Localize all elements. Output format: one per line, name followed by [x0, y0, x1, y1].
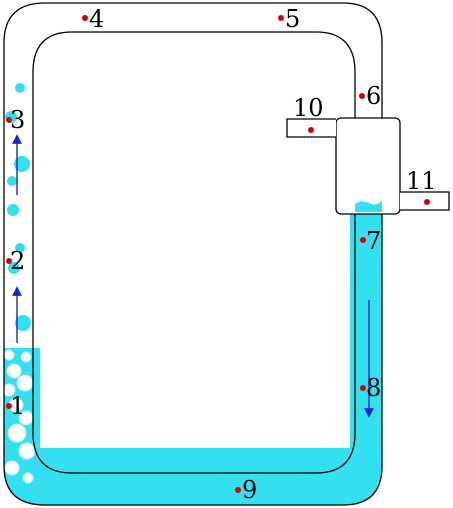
- label-4: 4: [89, 5, 104, 33]
- vapor-bubble: [4, 383, 16, 397]
- separator-liquid-surface: [355, 201, 382, 212]
- label-3: 3: [10, 106, 25, 134]
- label-1: 1: [10, 392, 25, 420]
- label-7: 7: [366, 227, 381, 255]
- point-4: [82, 15, 88, 21]
- vapor-bubble: [18, 442, 36, 460]
- label-10: 10: [293, 94, 324, 122]
- point-11: [424, 199, 430, 205]
- vapor-bubble: [7, 204, 19, 216]
- point-2: [6, 258, 12, 264]
- point-labels: 1 2 3 4 5 6 7 8 9 10 11: [10, 5, 437, 504]
- measurement-points: [6, 15, 430, 493]
- point-10: [308, 127, 314, 133]
- point-8: [360, 385, 366, 391]
- inner-wall: [32, 31, 356, 474]
- vapor-bubble: [15, 83, 25, 93]
- vapor-bubble: [14, 156, 30, 172]
- point-7: [360, 237, 366, 243]
- bubble-cluster: [4, 83, 36, 484]
- tube-outline: [3, 2, 383, 506]
- vapor-bubble: [6, 363, 22, 379]
- liquid-fill: [4, 196, 382, 505]
- vapor-bubble: [16, 374, 34, 392]
- point-6: [359, 93, 365, 99]
- separator-vessel: [335, 117, 401, 215]
- point-1: [6, 403, 12, 409]
- vapor-bubble: [4, 349, 15, 361]
- label-2: 2: [10, 247, 25, 275]
- label-9: 9: [242, 476, 257, 504]
- point-3: [6, 117, 12, 123]
- vapor-bubble: [7, 176, 17, 186]
- vapor-bubble: [7, 423, 27, 443]
- label-11: 11: [406, 167, 437, 195]
- label-8: 8: [366, 374, 381, 402]
- label-5: 5: [285, 5, 300, 33]
- point-5: [278, 15, 284, 21]
- label-6: 6: [366, 82, 381, 110]
- vapor-bubble: [8, 262, 20, 274]
- vapor-bubble: [15, 315, 31, 331]
- flow-arrows: [12, 134, 374, 418]
- liquid-bottom-leg: [4, 448, 382, 505]
- vapor-bubble: [22, 472, 34, 484]
- vapor-bubble: [4, 460, 20, 476]
- point-9: [235, 487, 241, 493]
- vapor-bubble: [20, 351, 32, 363]
- vapor-bubble: [15, 243, 25, 253]
- outer-wall: [3, 2, 383, 506]
